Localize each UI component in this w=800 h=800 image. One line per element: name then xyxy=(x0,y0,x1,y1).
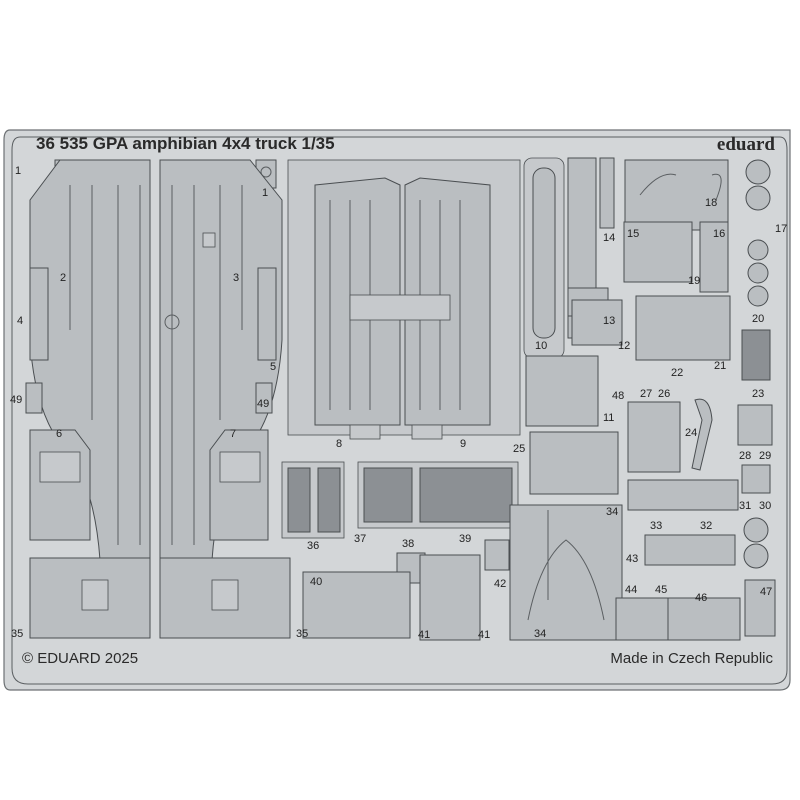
part-label: 1 xyxy=(262,187,268,199)
part-49-right xyxy=(255,382,273,414)
part-label: 11 xyxy=(603,412,614,424)
part-label: 34 xyxy=(606,506,618,518)
part-label: 13 xyxy=(603,315,615,327)
part-6 xyxy=(29,429,91,541)
part-label: 43 xyxy=(626,553,638,565)
part-label: 12 xyxy=(618,340,630,352)
part-label: 48 xyxy=(612,390,624,402)
part-label: 40 xyxy=(310,576,322,588)
part-48 xyxy=(525,355,599,427)
part-37-mesh xyxy=(363,467,413,523)
part-label: 46 xyxy=(695,592,707,604)
part-label: 49 xyxy=(257,398,269,410)
part-36-mesh xyxy=(287,467,311,533)
copyright-text: © EDUARD 2025 xyxy=(22,650,138,667)
part-label: 22 xyxy=(671,367,683,379)
part-label: 39 xyxy=(459,533,471,545)
part-43 xyxy=(644,534,736,566)
fret-inner-border xyxy=(11,136,788,685)
part-label: 32 xyxy=(700,520,712,532)
door-crossbar xyxy=(349,294,451,321)
part-46 xyxy=(667,597,741,641)
part-42 xyxy=(484,539,510,571)
part-label: 41 xyxy=(418,629,430,641)
part-17 xyxy=(745,159,771,211)
part-18 xyxy=(623,221,693,283)
part-label: 25 xyxy=(513,443,525,455)
part-39-mesh xyxy=(419,467,513,523)
part-label: 6 xyxy=(56,428,62,440)
part-label: 4 xyxy=(17,315,23,327)
part-34 xyxy=(509,504,623,641)
part-label: 15 xyxy=(627,228,639,240)
brand-logo: eduard xyxy=(717,134,776,155)
part-label: 35 xyxy=(296,628,308,640)
part-label: 17 xyxy=(775,223,787,235)
part-30-31 xyxy=(741,464,771,494)
part-26-27 xyxy=(627,401,681,473)
part-label: 38 xyxy=(402,538,414,550)
part-label: 44 xyxy=(625,584,637,596)
part-4 xyxy=(29,267,49,361)
part-label: 16 xyxy=(713,228,725,240)
part-label: 18 xyxy=(705,197,717,209)
part-14 xyxy=(599,157,615,229)
part-label: 10 xyxy=(535,340,547,352)
floor-ribs xyxy=(69,185,243,545)
part-25 xyxy=(529,431,619,495)
part-49-left xyxy=(25,382,43,414)
part-47 xyxy=(744,579,776,637)
part-19 xyxy=(699,221,729,293)
part-32-33 xyxy=(627,479,739,511)
part-label: 42 xyxy=(494,578,506,590)
part-label: 5 xyxy=(270,361,276,373)
part-label: 31 xyxy=(739,500,751,512)
part-12 xyxy=(571,299,623,346)
part-label: 28 xyxy=(739,450,751,462)
part-24 xyxy=(691,398,713,471)
part-label: 1 xyxy=(15,165,21,177)
part-label: 30 xyxy=(759,500,771,512)
part-36-mesh-2 xyxy=(317,467,341,533)
part-20 xyxy=(747,239,769,307)
part-label: 36 xyxy=(307,540,319,552)
part-5 xyxy=(257,267,277,361)
part-40 xyxy=(302,571,411,639)
part-21-22 xyxy=(635,295,731,361)
part-label: 7 xyxy=(230,428,236,440)
fret-title: 36 535 GPA amphibian 4x4 truck 1/35 xyxy=(36,134,335,153)
part-label: 19 xyxy=(688,275,700,287)
part-label: 26 xyxy=(658,388,670,400)
origin-text: Made in Czech Republic xyxy=(610,650,773,667)
part-label: 47 xyxy=(760,586,772,598)
part-label: 37 xyxy=(354,533,366,545)
part-label: 34 xyxy=(534,628,546,640)
part-label: 21 xyxy=(714,360,726,372)
part-label: 20 xyxy=(752,313,764,325)
part-label: 3 xyxy=(233,272,239,284)
part-7 xyxy=(209,429,269,541)
part-label: 9 xyxy=(460,438,466,450)
part-label: 35 xyxy=(11,628,23,640)
part-label: 2 xyxy=(60,272,66,284)
part-28-29 xyxy=(737,404,773,446)
part-label: 14 xyxy=(603,232,615,244)
part-label: 23 xyxy=(752,388,764,400)
part-label: 45 xyxy=(655,584,667,596)
part-labels: 1 1 2 3 4 5 49 49 6 7 8 9 10 11 48 12 13… xyxy=(10,165,787,641)
part-label: 41 xyxy=(478,629,490,641)
part-label: 24 xyxy=(685,427,697,439)
part-23 xyxy=(741,329,771,381)
part-label: 27 xyxy=(640,388,652,400)
part-41 xyxy=(419,554,481,641)
part-label: 29 xyxy=(759,450,771,462)
part-label: 33 xyxy=(650,520,662,532)
part-label: 8 xyxy=(336,438,342,450)
part-15-16 xyxy=(624,159,729,231)
part-label: 49 xyxy=(10,394,22,406)
